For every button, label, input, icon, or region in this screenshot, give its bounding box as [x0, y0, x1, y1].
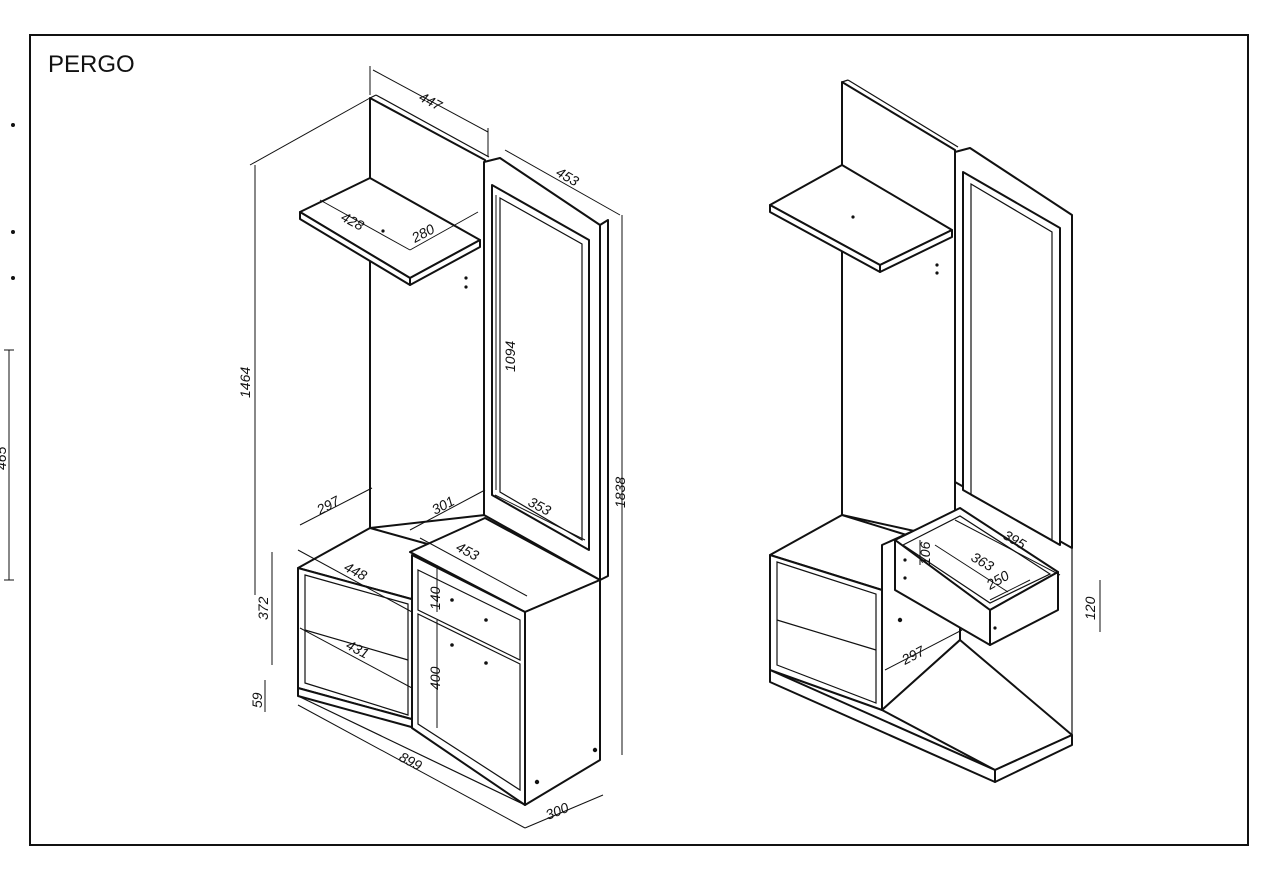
dim-total-height: 1838 [612, 477, 628, 508]
dim-height-upper: 1464 [237, 367, 253, 398]
dim-top-width: 447 [417, 89, 446, 115]
left-mirror-glass [499, 196, 583, 542]
dim-mirror-height: 1094 [502, 341, 518, 372]
dim-bench-height: 372 [255, 596, 271, 620]
right-view: 395 106 363 250 120 297 [769, 79, 1101, 783]
right-back-panel [841, 81, 956, 541]
product-title: PERGO [48, 51, 135, 78]
left-view: 447 453 428 280 1464 1094 1838 297 301 3… [237, 66, 628, 829]
dim-drawer-height: 106 [917, 541, 933, 565]
dim-drawer-height: 140 [427, 586, 443, 610]
drawing-border [29, 34, 1249, 846]
left-door [417, 613, 521, 792]
right-mirror-frame [962, 171, 1061, 546]
left-drawer-front [417, 569, 521, 661]
cropped-dim-label: 465 [0, 446, 9, 470]
dim-total-width: 899 [397, 749, 425, 774]
dim-right-depth: 453 [554, 164, 582, 190]
dim-plinth: 59 [249, 692, 265, 708]
cropped-left-marks: 465 [0, 123, 15, 581]
dim-door-height: 400 [427, 666, 443, 690]
left-mirror-frame [491, 184, 590, 551]
dim-total-depth: 300 [543, 799, 571, 823]
left-back-panel [369, 97, 486, 529]
right-mirror-glass [970, 182, 1053, 542]
dim-bench-depth: 297 [313, 492, 343, 518]
dim-drawer-front-height: 120 [1082, 596, 1098, 620]
